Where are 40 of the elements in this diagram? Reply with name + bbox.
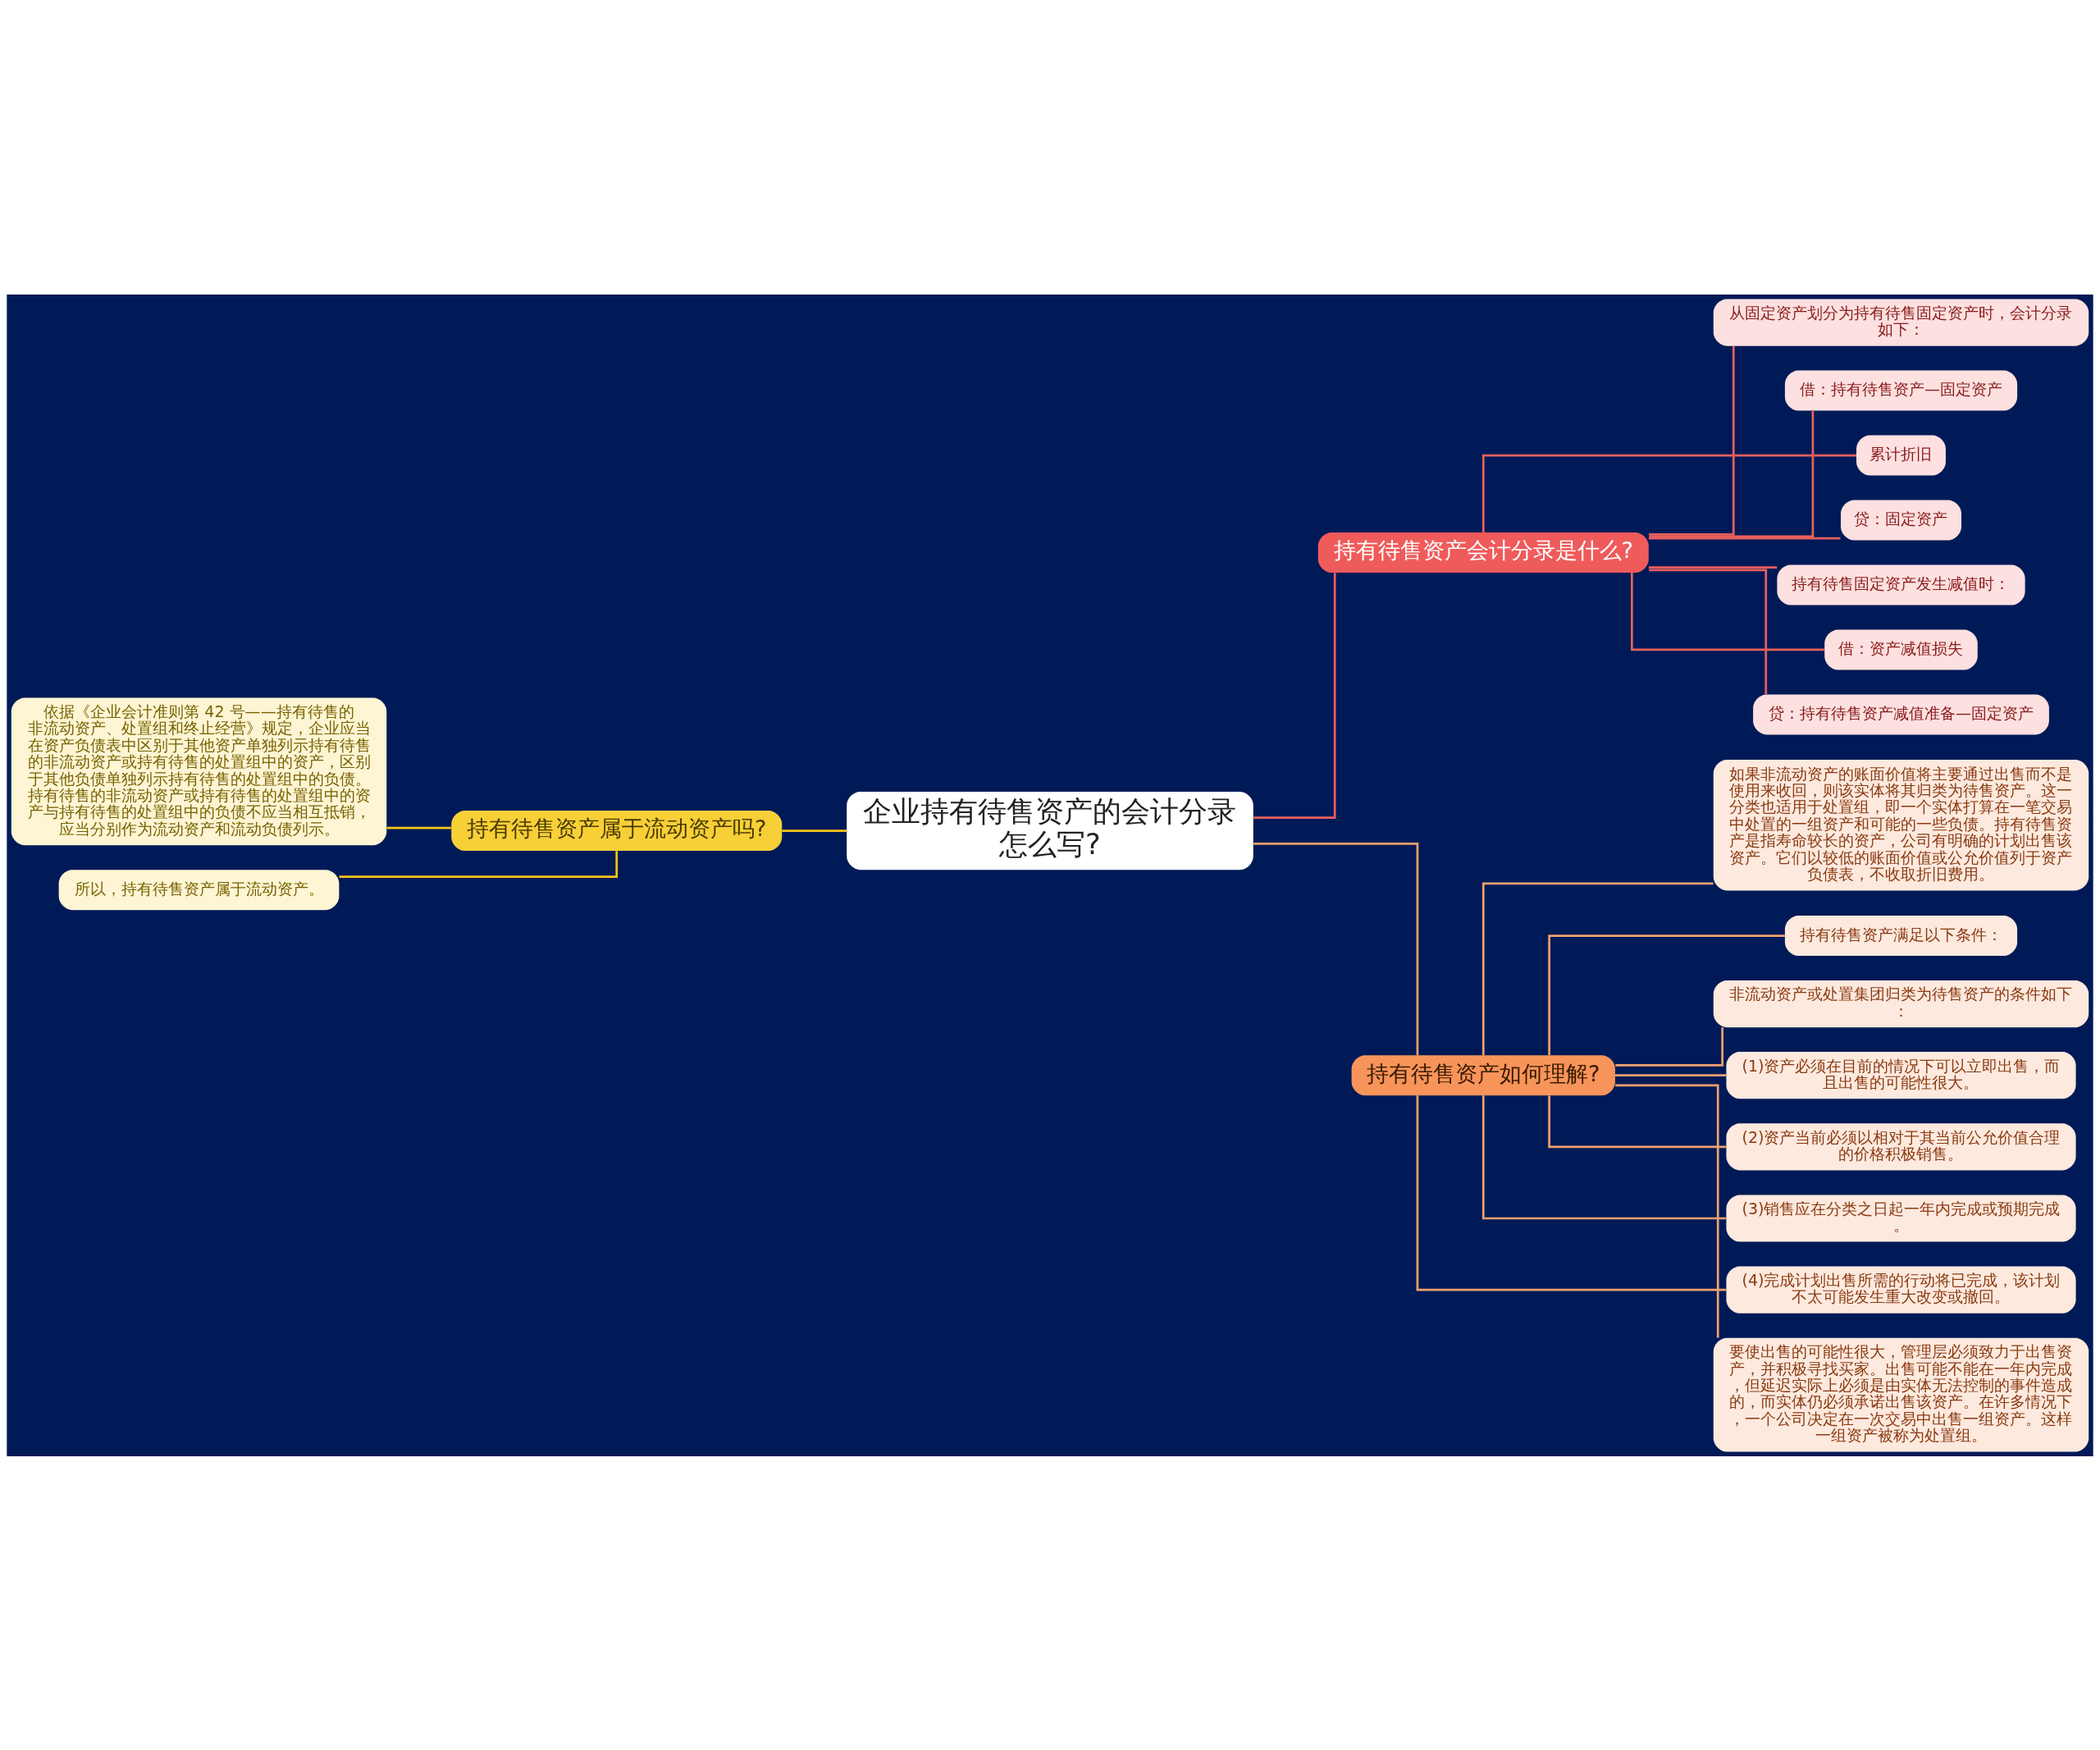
node-box: 持有待售资产会计分录是什么?: [1317, 532, 1649, 573]
node-box: 持有待售固定资产发生减值时：: [1777, 564, 2025, 605]
node-box: 企业持有待售资产的会计分录怎么写?: [847, 791, 1253, 870]
connector: [1648, 537, 1841, 539]
connector: [1253, 572, 1336, 819]
connector: [1548, 934, 1785, 1055]
connector: [1416, 1094, 1727, 1291]
connector: [1481, 454, 1856, 532]
connector: [1649, 345, 1735, 536]
node-box: (4)完成计划出售所需的行动将已完成，该计划不太可能发生重大改变或撤回。: [1726, 1266, 2076, 1314]
connector: [1649, 410, 1815, 537]
connector: [1649, 569, 1768, 694]
node-box: 要使出售的可能性很大，管理层必须致力于出售资产，并积极寻找买家。出售可能不能在一年内完成，但延迟实际上必须是由实体无法控制的事件造成的，而实体仍必须承诺出售该资产。在许多情况下，一个公司决定在一次交易中出售一组资产。这样一组资产被称为处置组。: [1713, 1337, 2089, 1452]
connector: [1631, 572, 1824, 651]
connector: [386, 826, 451, 829]
node-box: 如果非流动资产的账面价值将主要通过出售而不是使用来收回，则该实体将其归类为待售资产。这一分类也适用于处置组，即一个实体打算在一笔交易中处置的一组资产和可能的一些负债。持有待售资产是指寿命较长的资产，公司有明确的计划出售该资产。它们以较低的账面价值或公允价值列于资产负债表，不收取折旧费用。: [1713, 759, 2089, 890]
node-box: 持有待售资产满足以下条件：: [1784, 915, 2018, 956]
connector: [1481, 1094, 1727, 1219]
node-box: 持有待售资产属于流动资产吗?: [451, 810, 783, 851]
node-box: 贷：持有待售资产减值准备—固定资产: [1753, 693, 2049, 734]
node-box: (1)资产必须在目前的情况下可以立即出售，而且出售的可能性很大。: [1726, 1051, 2076, 1099]
connector: [1615, 1026, 1723, 1067]
node-box: 所以，持有待售资产属于流动资产。: [58, 869, 340, 910]
node-box: 累计折旧: [1856, 435, 1946, 476]
node-box: 贷：固定资产: [1840, 500, 1961, 541]
connector: [1253, 842, 1419, 1055]
connector: [1648, 565, 1778, 569]
node-box: 借：资产减值损失: [1824, 628, 1978, 669]
node-box: (3)销售应在分类之日起一年内完成或预期完成。: [1726, 1194, 2076, 1242]
connector: [1615, 1084, 1719, 1337]
node-box: 持有待售资产如何理解?: [1351, 1054, 1615, 1095]
connector: [1548, 1094, 1727, 1148]
connector: [1615, 1073, 1727, 1076]
node-box: 借：持有待售资产—固定资产: [1784, 370, 2018, 411]
node-box: 非流动资产或处置集团归类为待售资产的条件如下：: [1713, 980, 2089, 1027]
node-box: 依据《企业会计准则第 42 号——持有待售的非流动资产、处置组和终止经营》规定，企业应当在资产负债表中区别于其他资产单独列示持有待售的非流动资产或持有待售的处置组中的资产，区别于其他负债单独列示持有待售的处置组中的负债。持有待售的非流动资产或持有待售的处置组中的资产与持有待售的处置组中的负债不应当相互抵销，应当分别作为流动资产和流动负债列示。: [11, 697, 387, 845]
connector: [1481, 882, 1714, 1055]
node-box: 从固定资产划分为持有待售固定资产时，会计分录如下：: [1713, 298, 2089, 346]
connector: [782, 829, 847, 832]
node-box: (2)资产当前必须以相对于其当前公允价值合理的价格积极销售。: [1726, 1122, 2076, 1170]
